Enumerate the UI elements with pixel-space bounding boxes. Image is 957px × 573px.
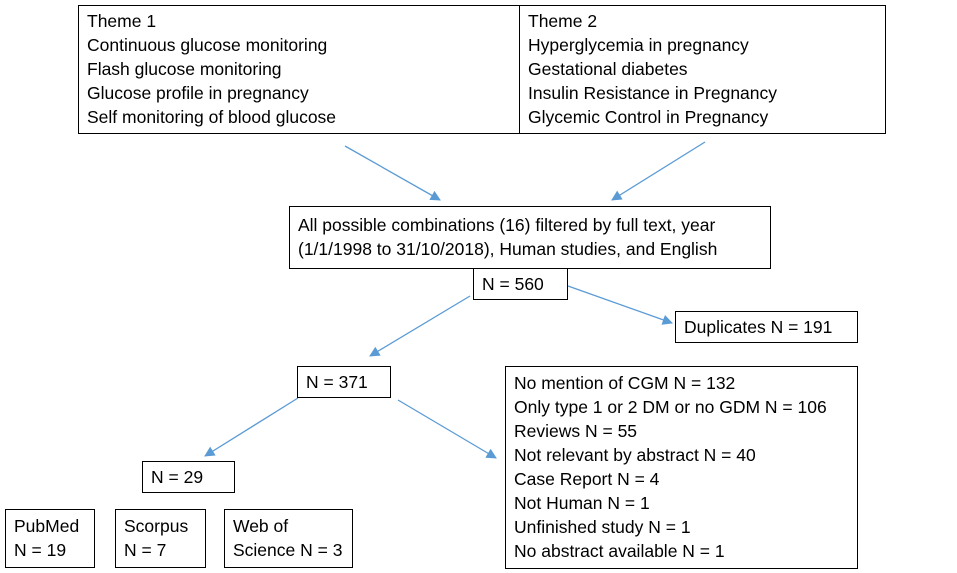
filter-box: All possible combinations (16) filtered …	[289, 206, 771, 269]
exclusion-item: Not relevant by abstract N = 40	[514, 445, 756, 465]
n560-box: N = 560	[473, 268, 568, 300]
theme1-item: Glucose profile in pregnancy	[87, 83, 309, 103]
theme2-box: Theme 2 Hyperglycemia in pregnancy Gesta…	[519, 5, 886, 134]
n29-box: N = 29	[142, 461, 235, 493]
theme2-title: Theme 2	[528, 11, 598, 31]
theme1-item: Continuous glucose monitoring	[87, 35, 328, 55]
source-wos-box: Web of Science N = 3	[224, 509, 353, 568]
theme1-item: Flash glucose monitoring	[87, 59, 282, 79]
source-count: N = 19	[14, 540, 67, 560]
n560-label: N = 560	[482, 274, 544, 294]
filter-line: All possible combinations (16) filtered …	[298, 215, 716, 235]
source-count: Science N = 3	[233, 540, 343, 560]
arrow-n560-to-n371	[369, 295, 471, 357]
exclusion-item: No mention of CGM N = 132	[514, 373, 736, 393]
arrow-n371-to-n29	[204, 397, 299, 457]
filter-line: (1/1/1998 to 31/10/2018), Human studies,…	[298, 239, 718, 259]
source-name: PubMed	[14, 516, 80, 536]
exclusions-box: No mention of CGM N = 132 Only type 1 or…	[505, 366, 858, 569]
exclusion-item: Unfinished study N = 1	[514, 517, 691, 537]
theme1-item: Self monitoring of blood glucose	[87, 107, 337, 127]
n29-label: N = 29	[151, 467, 204, 487]
n371-box: N = 371	[297, 366, 391, 398]
theme1-title: Theme 1	[87, 11, 157, 31]
exclusion-item: No abstract available N = 1	[514, 541, 725, 561]
source-name: Web of	[233, 516, 289, 536]
theme2-item: Glycemic Control in Pregnancy	[528, 107, 769, 127]
arrow-n371-to-exclusions	[397, 399, 497, 459]
exclusion-item: Case Report N = 4	[514, 469, 660, 489]
source-scorpus-box: Scorpus N = 7	[115, 509, 206, 568]
duplicates-box: Duplicates N = 191	[675, 311, 858, 343]
arrow-n560-to-duplicates	[567, 285, 673, 325]
theme2-item: Hyperglycemia in pregnancy	[528, 35, 749, 55]
theme1-box: Theme 1 Continuous glucose monitoring Fl…	[78, 5, 520, 134]
n371-label: N = 371	[306, 372, 368, 392]
exclusion-item: Only type 1 or 2 DM or no GDM N = 106	[514, 397, 827, 417]
theme2-item: Gestational diabetes	[528, 59, 688, 79]
arrow-theme2-to-filter	[611, 141, 706, 201]
source-name: Scorpus	[124, 516, 189, 536]
source-pubmed-box: PubMed N = 19	[5, 509, 95, 568]
duplicates-label: Duplicates N = 191	[684, 317, 833, 337]
arrow-theme1-to-filter	[344, 145, 441, 201]
exclusion-item: Reviews N = 55	[514, 421, 638, 441]
exclusion-item: Not Human N = 1	[514, 493, 650, 513]
source-count: N = 7	[124, 540, 167, 560]
theme2-item: Insulin Resistance in Pregnancy	[528, 83, 778, 103]
